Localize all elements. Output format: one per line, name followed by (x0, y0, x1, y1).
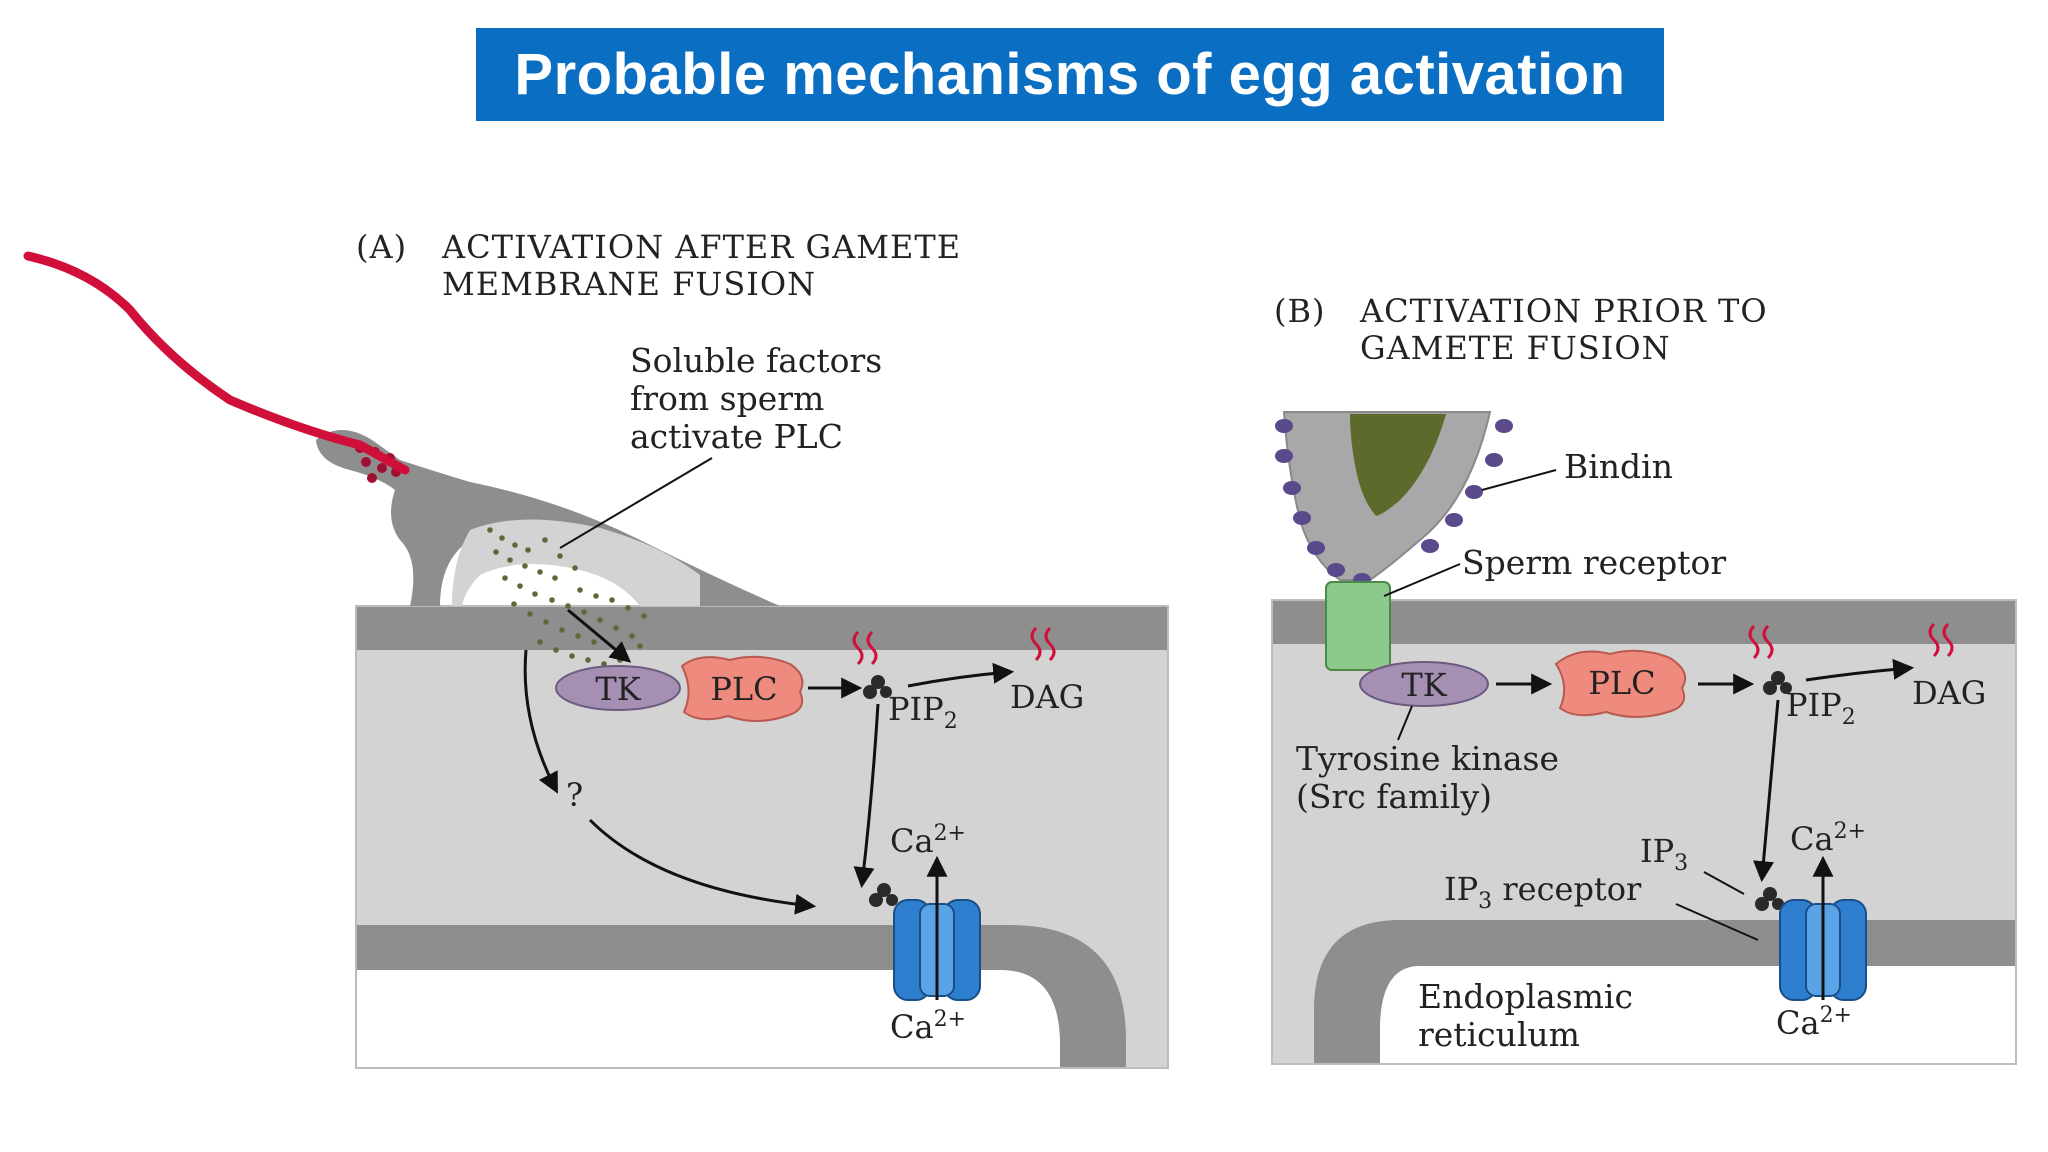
panel-a-ca-top-text: Ca2+ (890, 821, 966, 860)
panel-b-ca-bottom-label: Ca (1776, 1004, 1820, 1042)
panel-b-dag-lipid-tail (1928, 622, 1954, 658)
panel-a-arrow-pip2-dag (907, 662, 1015, 688)
panel-b-pip2-headgroup (1763, 671, 1792, 695)
panel-b-plc-label: PLC (1588, 664, 1655, 702)
panel-a-arrow-factors-tk (567, 608, 632, 663)
panel-b-sperm-nucleus (1350, 414, 1446, 516)
panel-a-pip2-label: PIP (888, 690, 944, 728)
panel-b-pip2-label: PIP (1786, 686, 1842, 724)
panel-b-pip2-lipid-tail (1748, 624, 1774, 660)
panel-b-ip3-receptor-leader (1675, 903, 1759, 941)
panel-a-ca-top-label: Ca (890, 822, 934, 860)
page-title: Probable mechanisms of egg activation (514, 42, 1626, 107)
panel-a-arrow-unknown (523, 649, 558, 794)
panel-a-sperm-tail (23, 251, 410, 475)
panel-a-note-leader (559, 457, 713, 549)
panel-b-ip3-receptor-label: IP (1444, 870, 1478, 908)
panel-a-dag-lipid-tail (1030, 626, 1056, 662)
panel-a-note-line1: Soluble factors (630, 341, 882, 380)
panel-a-soluble-factors (487, 527, 647, 667)
panel-b-tk-label: TK (1401, 666, 1447, 704)
panel-a-ca-bottom-sup: 2+ (934, 1007, 966, 1032)
panel-a-heading-line1: ACTIVATION AFTER GAMETE (441, 228, 961, 266)
panel-b-plc-enzyme (1554, 649, 1686, 718)
panel-b-ip3-receptor-rest: receptor (1492, 870, 1642, 908)
panel-b-bindin-label: Bindin (1564, 447, 1673, 486)
panel-b: (B) ACTIVATION PRIOR TO GAMETE FUSION Bi… (1271, 292, 2017, 1065)
panel-b-sperm-receptor (1325, 581, 1391, 671)
panel-a-tk-label: TK (595, 670, 641, 708)
panel-b-ca-top-text: Ca2+ (1790, 819, 1866, 858)
panel-a-ip3-on-channel (869, 883, 898, 907)
panel-b-arrow-pip2-ip3 (1753, 699, 1780, 883)
panel-b-ca-bottom-text: Ca2+ (1776, 1003, 1852, 1042)
panel-b-pip2-text: PIP2 (1786, 686, 1856, 730)
panel-b-ca-top-sup: 2+ (1834, 819, 1866, 844)
panel-b-ip3-leader (1703, 871, 1745, 895)
panel-b-heading-line1: ACTIVATION PRIOR TO (1359, 292, 1768, 330)
panel-a-ca-top-sup: 2+ (934, 821, 966, 846)
panel-a-sperm-cytoplasm (452, 519, 700, 606)
panel-b-ip3-receptor-text: IP3 receptor (1444, 870, 1642, 914)
panel-b-er-line2: reticulum (1418, 1015, 1580, 1054)
panel-a: (A) ACTIVATION AFTER GAMETE MEMBRANE FUS… (23, 228, 1169, 1069)
panel-b-ca-bottom-sup: 2+ (1820, 1003, 1852, 1028)
panel-b-tyrosine-line1: Tyrosine kinase (1296, 739, 1559, 778)
panel-b-ip3-label: IP (1640, 832, 1674, 870)
panel-b-tk-enzyme (1359, 661, 1489, 707)
panel-a-note-line2: from sperm (630, 379, 824, 418)
panel-b-ip3-text: IP3 (1640, 832, 1688, 876)
panel-b-tyrosine-line2: (Src family) (1296, 777, 1492, 816)
panel-b-pip2-sub: 2 (1842, 705, 1856, 730)
panel-b-receptor-leader (1383, 563, 1461, 597)
panel-b-heading-line2: GAMETE FUSION (1360, 329, 1671, 367)
panel-a-letter: (A) (356, 228, 407, 266)
panel-a-dag-label: DAG (1010, 678, 1084, 716)
panel-b-ca-top-label: Ca (1790, 820, 1834, 858)
panel-b-er-line1: Endoplasmic (1418, 977, 1633, 1016)
panel-a-pip2-sub: 2 (944, 709, 958, 734)
panel-a-er-lumen (356, 970, 1060, 1068)
panel-a-ca-bottom-text: Ca2+ (890, 1007, 966, 1046)
panel-b-plasma-membrane (1272, 600, 2016, 644)
panel-a-plasma-membrane (356, 606, 1168, 650)
panel-b-tyrosine-leader (1397, 705, 1413, 741)
panel-b-ip3-sub: 3 (1674, 851, 1688, 876)
panel-b-bindin-leader (1481, 469, 1557, 491)
panel-a-pip2-text: PIP2 (888, 690, 958, 734)
panel-b-sperm-receptor-label: Sperm receptor (1462, 543, 1726, 582)
panel-b-letter: (B) (1274, 292, 1325, 330)
panel-a-pip2-lipid-tail (852, 630, 878, 666)
panel-a-heading-line2: MEMBRANE FUSION (442, 265, 816, 303)
panel-b-arrow-pip2-dag (1805, 658, 1915, 682)
panel-a-arrow-unknown-to-channel (588, 818, 817, 915)
title-banner: Probable mechanisms of egg activation (476, 28, 1664, 121)
panel-a-question-label: ? (566, 776, 583, 814)
panel-a-plc-enzyme (680, 655, 804, 722)
panel-a-arrow-pip2-channel (853, 703, 880, 889)
panel-a-pip2-headgroup (863, 675, 892, 699)
panel-b-dag-label: DAG (1912, 674, 1986, 712)
panel-a-plc-label: PLC (710, 670, 777, 708)
panel-a-tk-enzyme (555, 665, 681, 711)
panel-a-ca-bottom-label: Ca (890, 1008, 934, 1046)
panel-a-note-line3: activate PLC (630, 417, 843, 456)
panel-b-ip3-receptor-sub: 3 (1478, 889, 1492, 914)
